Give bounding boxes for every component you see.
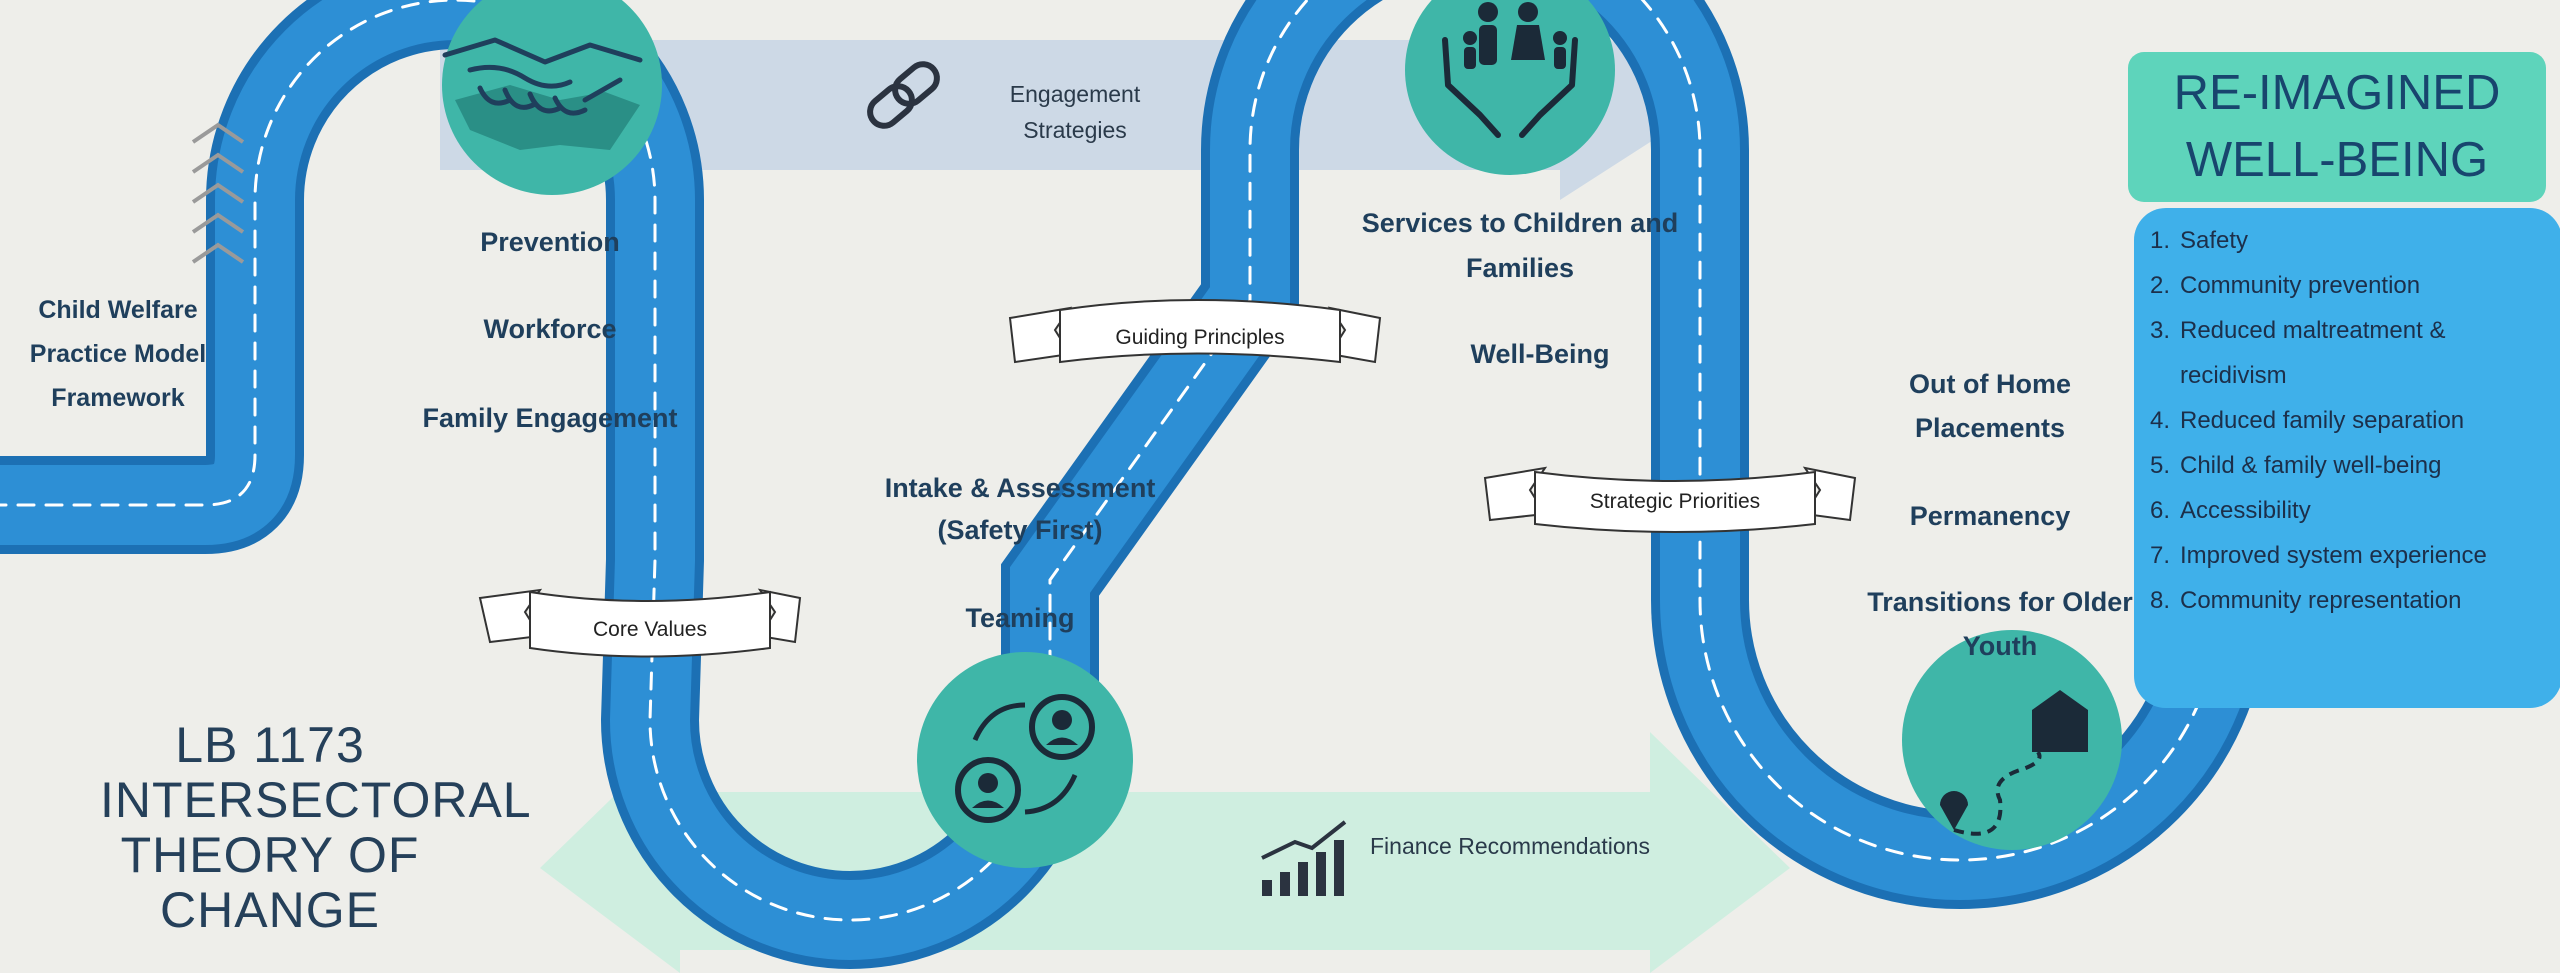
phase3-services: Services to Children and <box>1361 208 1679 238</box>
finance-recommendations-text: Finance Recommendations <box>1370 833 1650 859</box>
phase4-out-of-home: Out of Home <box>1909 369 2071 399</box>
list-item-number: 4. <box>2150 407 2171 434</box>
list-item-number: 6. <box>2150 497 2171 524</box>
list-item-text: Improved system experience <box>2180 542 2487 569</box>
family-in-hands-icon <box>1405 0 1615 175</box>
finance-recommendations-label: Finance Recommendations <box>1370 828 1650 864</box>
reimagined-title: RE-IMAGINED WELL-BEING <box>2128 52 2546 202</box>
strategic-priorities-label: Strategic Priorities <box>1590 490 1760 513</box>
teaming-people-icon <box>917 652 1133 868</box>
list-item: 1. Safety <box>2150 218 2554 263</box>
phase1-prevention: Prevention <box>480 227 620 257</box>
route-home-icon <box>1902 630 2122 850</box>
phase1-workforce: Workforce <box>483 314 617 344</box>
list-item: 4. Reduced family separation <box>2150 398 2554 443</box>
list-item-text: Community representation <box>2180 587 2462 614</box>
phase3-well-being: Well-Being <box>1470 339 1610 369</box>
reimagined-title-line2: WELL-BEING <box>2185 133 2489 187</box>
list-item-text: Reduced maltreatment & recidivism <box>2180 317 2446 389</box>
list-item: 3. Reduced maltreatment & recidivism <box>2150 308 2554 398</box>
phase4-placements: Placements <box>1914 413 2066 443</box>
phase3-families: Families <box>1465 253 1575 283</box>
phase4-transitions: Transitions for Older <box>1867 587 2133 617</box>
list-item: 5. Child & family well-being <box>2150 443 2554 488</box>
phase2-teaming: Teaming <box>965 603 1075 633</box>
list-item-number: 1. <box>2150 227 2171 254</box>
list-item: 7. Improved system experience <box>2150 533 2554 578</box>
handshake-icon <box>442 0 662 195</box>
list-item-number: 2. <box>2150 272 2171 299</box>
finance-coins-icon <box>1261 820 1347 896</box>
list-item-text: Reduced family separation <box>2180 407 2465 434</box>
start-label-text: Child Welfare Practice Model Framework <box>29 296 207 412</box>
reimagined-title-line1: RE-IMAGINED <box>2173 66 2501 120</box>
list-item-text: Child & family well-being <box>2180 452 2442 479</box>
phase2-intake: Intake & Assessment <box>884 473 1156 503</box>
reimagined-list: 1. Safety 2. Community prevention 3. Reduce… <box>2134 208 2560 708</box>
engagement-strategies-label: Engagement Strategies <box>960 76 1190 148</box>
page-title: LB 1173 INTERSECTORAL THEORY OF CHANGE <box>100 717 532 938</box>
list-item: 6. Accessibility <box>2150 488 2554 533</box>
chain-link-icon <box>867 61 940 129</box>
engagement-strategies-text: Engagement Strategies <box>1009 81 1141 143</box>
list-item-number: 5. <box>2150 452 2171 479</box>
list-item: 2. Community prevention <box>2150 263 2554 308</box>
list-item-number: 8. <box>2150 587 2171 614</box>
chevrons-up-icon <box>191 122 245 264</box>
core-values-label: Core Values <box>593 618 707 641</box>
list-item-number: 7. <box>2150 542 2171 569</box>
phase4-permanency: Permanency <box>1909 501 2071 531</box>
guiding-principles-ribbon: Guiding Principles <box>1008 299 1382 364</box>
phase1-family-engagement: Family Engagement <box>422 403 678 433</box>
phase2-safety-first: (Safety First) <box>937 515 1103 545</box>
start-label: Child Welfare Practice Model Framework <box>8 288 228 420</box>
engagement-strategies-arrow <box>440 0 1700 200</box>
guiding-principles-label: Guiding Principles <box>1115 326 1284 349</box>
list-item-number: 3. <box>2150 317 2171 344</box>
core-values-ribbon: Core Values <box>478 588 802 658</box>
strategic-priorities-ribbon: Strategic Priorities <box>1483 466 1857 533</box>
list-item-text: Community prevention <box>2180 272 2421 299</box>
list-item-text: Safety <box>2180 227 2249 254</box>
phase4-youth: Youth <box>1962 631 2038 661</box>
list-item-text: Accessibility <box>2180 497 2311 524</box>
list-item: 8. Community representation <box>2150 578 2554 623</box>
